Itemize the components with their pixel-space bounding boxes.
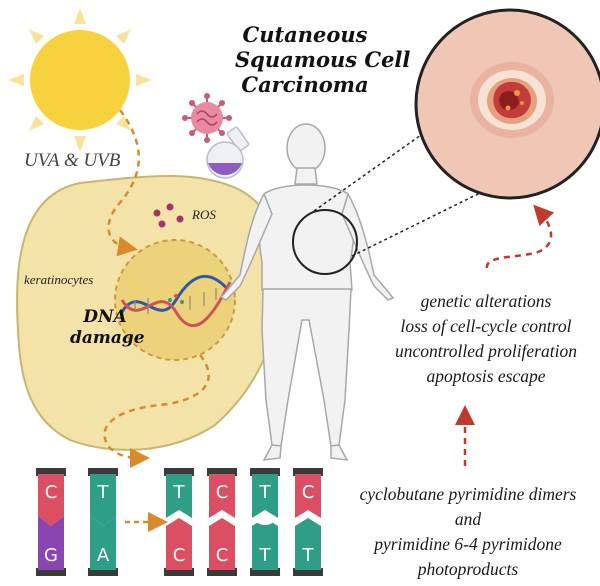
backbone-cap-top <box>250 468 280 476</box>
base-top <box>252 474 278 518</box>
nucleotide-pair: TA <box>88 468 118 576</box>
base-top <box>295 474 321 518</box>
dna-damage-line2: damage <box>70 328 145 348</box>
backbone-cap-top <box>293 468 323 476</box>
uv-to-nucleus-arrow <box>107 109 140 257</box>
base-top-letter: C <box>216 482 229 503</box>
base-bottom <box>252 518 278 570</box>
base-bottom-letter: G <box>44 545 58 566</box>
base-top-letter: T <box>259 482 272 503</box>
base-bottom <box>209 518 235 570</box>
damage-to-dimers-arrow <box>103 354 210 468</box>
nucleotide-pair: CG <box>36 468 66 576</box>
base-top <box>166 474 192 518</box>
base-bottom-letter: C <box>216 545 229 566</box>
base-bottom-letter: T <box>259 545 272 566</box>
consequence-item: apoptosis escape <box>426 366 546 386</box>
zoom-line-top <box>313 119 443 212</box>
photoproduct-item: pyrimidine 6-4 pyrimidone <box>374 534 562 554</box>
photoproducts-list: cyclobutane pyrimidine dimers and pyrimi… <box>338 482 598 582</box>
keratinocytes-label: keratinocytes <box>24 272 94 287</box>
photoproduct-item: cyclobutane pyrimidine dimers <box>359 484 577 504</box>
virus-icon <box>182 93 232 143</box>
flask-icon <box>206 126 250 179</box>
base-bottom <box>166 518 192 570</box>
skin-lesion-zoom <box>414 8 600 200</box>
photoproduct-item: and <box>454 509 482 529</box>
nucleotide-pair: CT <box>293 468 323 576</box>
base-bottom <box>90 516 116 570</box>
nucleotide-pair: CC <box>207 468 237 576</box>
backbone-cap-bottom <box>293 568 323 576</box>
consequences-list: genetic alterations loss of cell-cycle c… <box>388 289 584 389</box>
dna-helix-icon <box>120 275 232 327</box>
consequence-item: uncontrolled proliferation <box>395 341 577 361</box>
backbone-cap-top <box>164 468 194 476</box>
base-bottom-letter: C <box>173 545 186 566</box>
magnifier-circle <box>292 209 358 275</box>
dna-damage-line1: DNA <box>83 307 127 327</box>
base-top <box>209 474 235 518</box>
base-bottom-letter: A <box>97 545 110 566</box>
uv-label: UVA & UVB <box>24 150 121 171</box>
base-bottom <box>295 518 321 570</box>
progression-curved-arrow <box>485 204 555 269</box>
title-line2: Squamous Cell <box>235 47 411 72</box>
nucleotide-pair: TT <box>250 468 280 576</box>
base-top-letter: T <box>173 482 186 503</box>
base-bottom-letter: T <box>302 545 315 566</box>
ros-label: ROS <box>192 207 216 222</box>
base-top-letter: T <box>97 482 110 503</box>
backbone-cap-top <box>207 468 237 476</box>
sun-icon <box>8 8 152 152</box>
base-top-letter: C <box>302 482 315 503</box>
backbone-cap-bottom <box>164 568 194 576</box>
title-line3: Carcinoma <box>241 72 369 97</box>
base-top <box>38 474 64 526</box>
zoom-line-bottom <box>351 189 487 257</box>
dimer-bond <box>256 515 274 525</box>
backbone-cap-top <box>88 468 118 476</box>
title-line1: Cutaneous <box>242 22 368 47</box>
backbone-cap-bottom <box>250 568 280 576</box>
backbone-cap-bottom <box>88 568 118 576</box>
ros-dots <box>153 203 184 228</box>
base-top-letter: C <box>45 482 58 503</box>
backbone-cap-bottom <box>207 568 237 576</box>
consequence-item: genetic alterations <box>420 291 552 311</box>
base-bottom <box>38 516 64 570</box>
dna-damage-label: DNA damage <box>70 307 145 349</box>
backbone-cap-bottom <box>36 568 66 576</box>
base-top <box>90 474 116 526</box>
consequence-item: loss of cell-cycle control <box>400 316 572 336</box>
nucleotide-pair: TC <box>164 468 194 576</box>
title: Cutaneous Squamous Cell Carcinoma <box>235 22 411 97</box>
backbone-cap-top <box>36 468 66 476</box>
photoproduct-item: photoproducts <box>417 559 519 579</box>
